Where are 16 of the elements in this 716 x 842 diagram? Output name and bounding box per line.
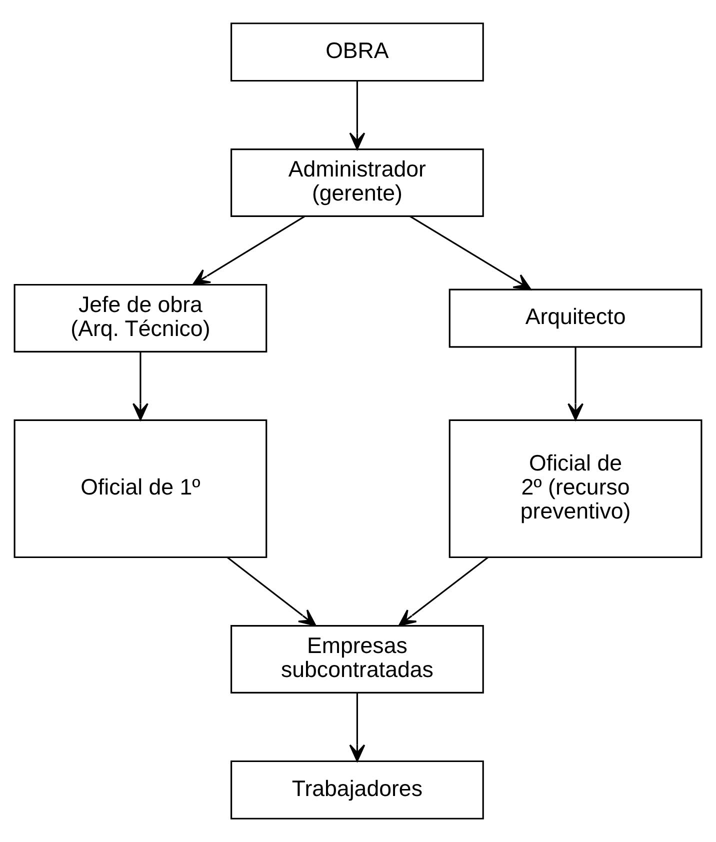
- arrow: [568, 347, 584, 421]
- node-box: Trabajadores: [230, 760, 484, 820]
- arrow: [349, 81, 366, 150]
- node-box: Administrador (gerente): [230, 148, 484, 217]
- node-box: Jefe de obra (Arq. Técnico): [14, 284, 268, 352]
- arrow: [410, 216, 532, 290]
- node-box: Empresas subcontratadas: [230, 625, 484, 694]
- node-box: OBRA: [230, 22, 484, 82]
- arrow: [192, 216, 306, 286]
- node-box: Oficial de 2º (recurso preventivo): [448, 419, 702, 558]
- node-box: Arquitecto: [448, 288, 702, 348]
- arrow: [226, 556, 316, 626]
- arrow: [398, 556, 488, 626]
- node-box: Oficial de 1º: [14, 419, 268, 558]
- arrow: [349, 693, 366, 762]
- arrow: [132, 352, 148, 420]
